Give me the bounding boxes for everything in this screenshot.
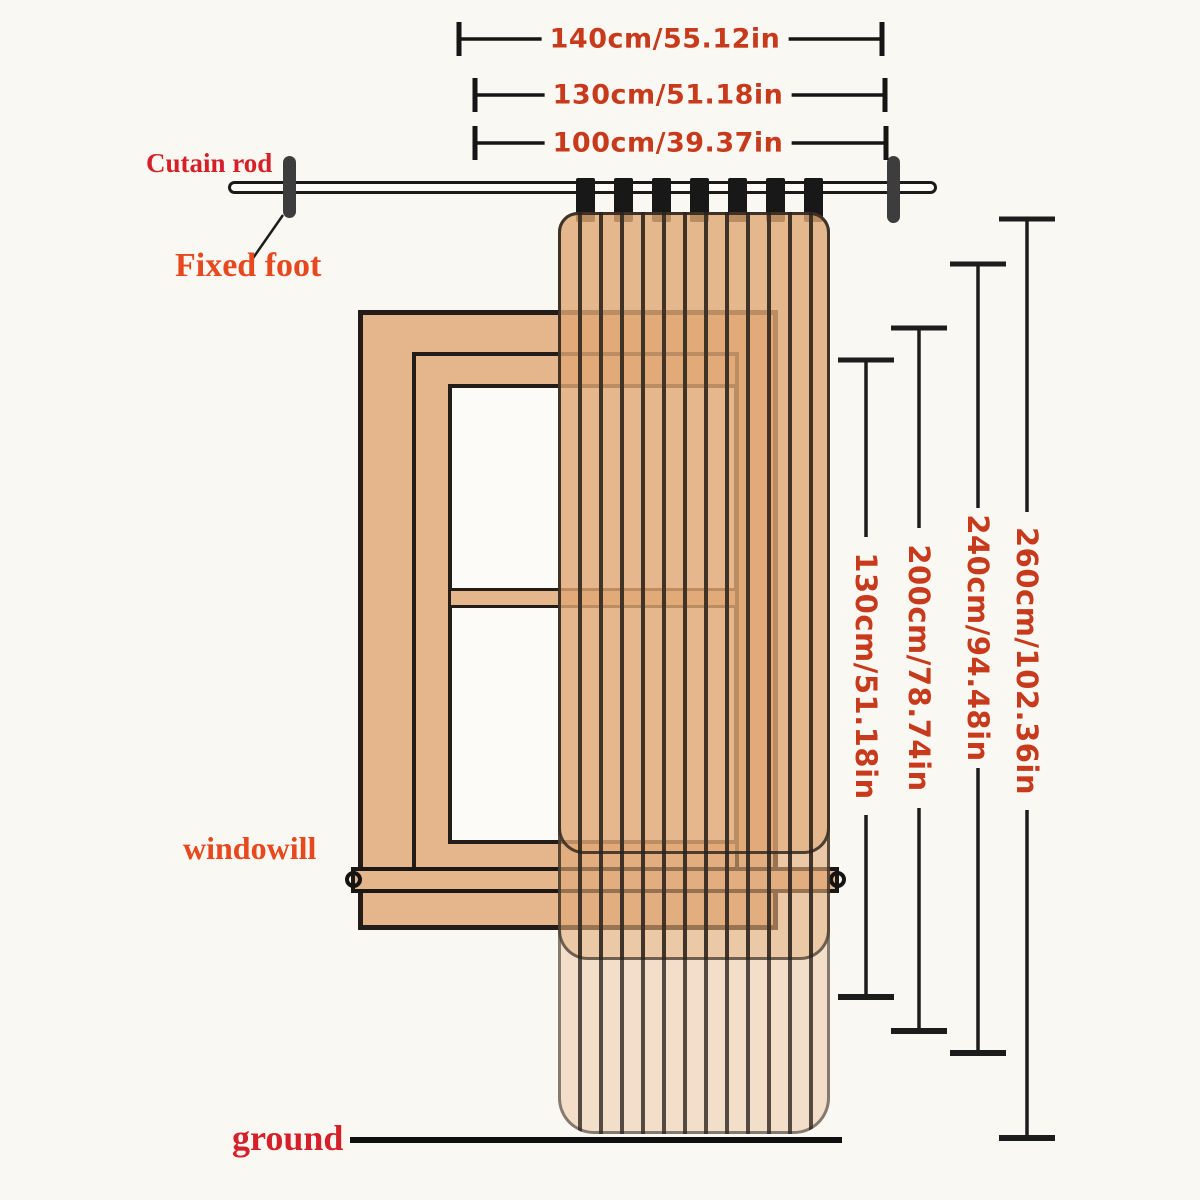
sill-ring-left-icon: [345, 871, 362, 888]
width-dim-label-100: 100cm/39.37in: [544, 125, 792, 161]
curtain-rod-label: Cutain rod: [146, 148, 273, 178]
fixed-foot-right: [887, 156, 900, 223]
curtain-tab: [614, 178, 633, 222]
fixed-foot-left: [283, 156, 296, 218]
height-dim-label-130: 130cm/51.18in: [849, 552, 883, 800]
windowsill-label: windowill: [183, 830, 317, 866]
width-dim-label-130: 130cm/51.18in: [544, 77, 792, 113]
curtain-tab: [728, 178, 747, 222]
sill-ring-right-icon: [829, 871, 846, 888]
width-dim-label-140: 140cm/55.12in: [541, 21, 789, 57]
height-dim-label-200: 200cm/78.74in: [902, 544, 936, 792]
height-dim-label-240: 240cm/94.48in: [961, 514, 995, 762]
curtain-tab: [576, 178, 595, 222]
curtain-panel-130cm: [558, 212, 830, 854]
curtain-tab: [804, 178, 823, 222]
height-dim-label-260: 260cm/102.36in: [1010, 526, 1044, 796]
fixed-foot-label: Fixed foot: [175, 247, 322, 284]
curtain-tab: [690, 178, 709, 222]
curtain-tab: [652, 178, 671, 222]
ground-label: ground: [232, 1118, 344, 1158]
curtain-tab: [766, 178, 785, 222]
